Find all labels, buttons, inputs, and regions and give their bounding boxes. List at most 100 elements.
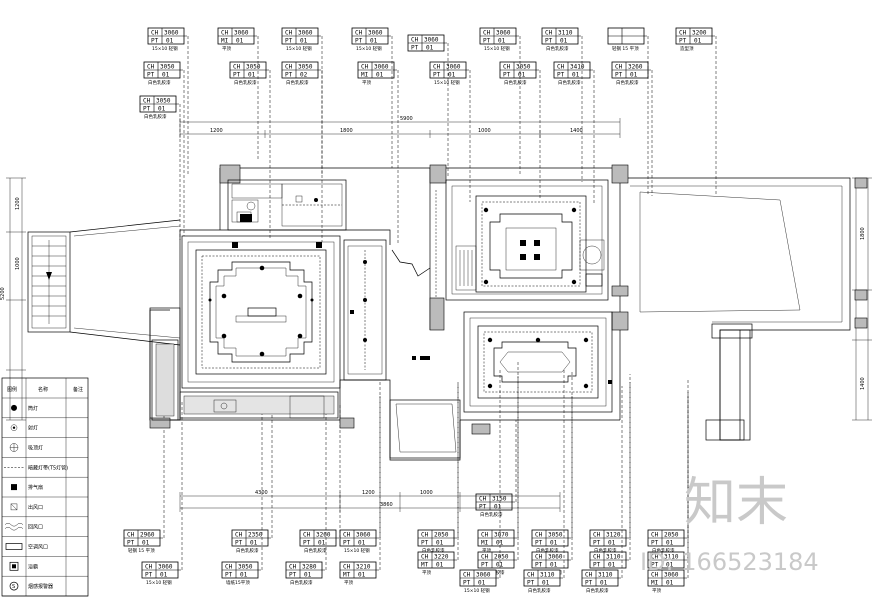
tag-material: PT bbox=[127, 540, 135, 547]
tag-code: CH bbox=[433, 64, 441, 71]
watermark-brand: 知末 bbox=[684, 473, 788, 533]
tag-material: PT bbox=[679, 38, 687, 45]
spotlight-icon bbox=[10, 424, 18, 431]
tag-code: CH bbox=[535, 532, 543, 539]
tag-material-no: 01 bbox=[518, 72, 526, 79]
dim-top-mid: 1800 bbox=[340, 128, 353, 134]
tag-height: 3060 bbox=[664, 572, 679, 579]
dim-bottom-right: 1000 bbox=[420, 490, 433, 496]
tag-caption: 白色乳胶漆 bbox=[144, 113, 167, 120]
tag-caption: 15×10 轻钢 bbox=[344, 547, 370, 554]
tag-material-no: 01 bbox=[166, 38, 174, 45]
tag-material-no: 01 bbox=[498, 38, 506, 45]
tag-code: CH bbox=[503, 64, 511, 71]
dim-right-b: 1400 bbox=[860, 377, 866, 390]
tag-material-no: 02 bbox=[300, 72, 308, 79]
downlight-icon bbox=[11, 404, 17, 411]
tag-material: PT bbox=[557, 72, 565, 79]
tag-caption: 白色乳胶漆 bbox=[286, 79, 309, 86]
tag-material: MI bbox=[481, 540, 489, 547]
tag-code: CH bbox=[343, 564, 351, 571]
tag-code: CH bbox=[361, 64, 369, 71]
tag-caption: 墙纸15平顶 bbox=[226, 579, 250, 586]
tag-code: CH bbox=[143, 98, 151, 105]
tag-material: PT bbox=[483, 38, 491, 45]
dim-top-right: 1000 bbox=[478, 128, 491, 134]
tag-height: 3220 bbox=[434, 554, 449, 561]
tag-material-no: 01 bbox=[436, 562, 444, 569]
tag-height: 3070 bbox=[494, 532, 509, 539]
tag-code: CH bbox=[535, 554, 543, 561]
tag-caption: 白色乳胶漆 bbox=[422, 547, 445, 554]
tag-material: PT bbox=[289, 572, 297, 579]
dim-bottom-mid: 1200 bbox=[362, 490, 375, 496]
tag-material-no: 01 bbox=[572, 72, 580, 79]
tag-code: CH bbox=[289, 564, 297, 571]
dimension-left: 5200 1200 1000 bbox=[0, 177, 26, 421]
tag-material-no: 01 bbox=[370, 38, 378, 45]
building-walls bbox=[149, 167, 868, 461]
bedroom-upper-ceiling bbox=[435, 179, 609, 301]
tag-material: PT bbox=[585, 580, 593, 587]
tag-caption: 白色乳胶漆 bbox=[616, 79, 639, 86]
tag-height: 3060 bbox=[368, 30, 383, 37]
tag-height: 3060 bbox=[234, 30, 249, 37]
dim-top-left: 1200 bbox=[210, 128, 223, 134]
tag-caption: 15×10 轻钢 bbox=[434, 79, 460, 86]
tag-height: 3150 bbox=[492, 496, 507, 503]
tag-code: CH bbox=[585, 572, 593, 579]
tag-material: PT bbox=[343, 540, 351, 547]
tag-material: PT bbox=[151, 38, 159, 45]
tag-code: CH bbox=[481, 532, 489, 539]
dim-top-total: 5900 bbox=[400, 116, 413, 122]
tag-caption: 白色乳胶漆 bbox=[546, 45, 569, 52]
tag-material-no: 01 bbox=[448, 72, 456, 79]
dim-right-a: 1800 bbox=[860, 227, 866, 240]
tag-height: 3280 bbox=[302, 564, 317, 571]
dim-left-total: 5200 bbox=[0, 287, 6, 300]
tag-material-no: 01 bbox=[542, 580, 550, 587]
tag-height: 2050 bbox=[494, 554, 509, 561]
tag-material: MT bbox=[421, 562, 429, 569]
tag-material-no: 01 bbox=[304, 572, 312, 579]
tag-code: CH bbox=[221, 30, 229, 37]
tag-height: 3060 bbox=[496, 30, 511, 37]
tag-height: 3050 bbox=[516, 64, 531, 71]
tag-material: PT bbox=[143, 106, 151, 113]
tag-caption: 平顶 bbox=[362, 80, 371, 86]
dimension-top: 5900 1200 1800 1000 1400 bbox=[179, 116, 621, 138]
tag-material: MI bbox=[361, 72, 369, 79]
tag-material: PT bbox=[421, 540, 429, 547]
tag-height: 2350 bbox=[248, 532, 263, 539]
tag-material: PT bbox=[651, 540, 659, 547]
tag-material: PT bbox=[593, 540, 601, 547]
tag-caption: 15×10 轻钢 bbox=[146, 579, 172, 586]
tag-material-no: 01 bbox=[478, 580, 486, 587]
tag-caption: 白色乳胶漆 bbox=[290, 579, 313, 586]
tag-material: PT bbox=[651, 562, 659, 569]
tag-caption: 15×10 轻钢 bbox=[286, 45, 312, 52]
tag-material: PT bbox=[481, 562, 489, 569]
tag-material: PT bbox=[233, 72, 241, 79]
tag-material: PT bbox=[235, 540, 243, 547]
tag-code: CH bbox=[463, 572, 471, 579]
tag-material: PT bbox=[285, 38, 293, 45]
tag-height: 3200 bbox=[692, 30, 707, 37]
tag-code: CH bbox=[545, 30, 553, 37]
tag-code: CH bbox=[679, 30, 687, 37]
